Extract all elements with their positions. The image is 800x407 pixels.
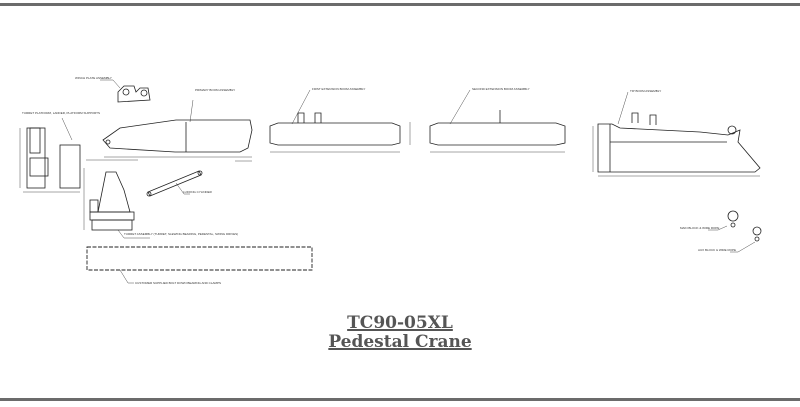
second-extension-label: SECOND EXTENSION BOOM ASSEMBLY	[472, 87, 530, 91]
product-subtitle: Pedestal Crane	[328, 332, 472, 352]
pedestal-label: CUSTOMER SUPPLIED BOLT DOWN BEARING AND …	[135, 281, 221, 285]
luffing-cylinder-drawing: LUFFING CYLINDER	[146, 170, 213, 197]
aux-block-drawing: AUX BLOCK & WIRE ROPE	[698, 226, 762, 253]
turret-platform-label: TURRET PLATFORM, LADDER, PLATFORM SUPPOR…	[22, 111, 100, 115]
pedestal-drawing: CUSTOMER SUPPLIED BOLT DOWN BEARING AND …	[86, 246, 313, 285]
turret-platform-drawing: TURRET PLATFORM, LADDER, PLATFORM SUPPOR…	[19, 111, 100, 193]
bottom-border	[0, 398, 800, 401]
winch-plate-drawing: WINCH PLATE ASSEMBLY	[75, 76, 151, 103]
tip-boom-label: TIP BOOM ASSEMBLY	[630, 89, 661, 93]
luffing-cylinder-label: LUFFING CYLINDER	[183, 190, 213, 194]
first-extension-boom-drawing: FIRST EXTENSION BOOM ASSEMBLY	[269, 87, 411, 153]
winch-plate-label: WINCH PLATE ASSEMBLY	[75, 76, 112, 80]
first-extension-label: FIRST EXTENSION BOOM ASSEMBLY	[312, 87, 365, 91]
primary-boom-drawing: PRIMARY BOOM ASSEMBLY	[102, 88, 253, 162]
tip-boom-drawing: TIP BOOM ASSEMBLY	[592, 89, 761, 177]
main-block-drawing: MAIN BLOCK & WIRE ROPE	[680, 210, 739, 231]
primary-boom-label: PRIMARY BOOM ASSEMBLY	[195, 88, 235, 92]
turret-assembly-drawing: TURRET ASSEMBLY (TURRET, SLEWING BEARING…	[83, 159, 238, 239]
turret-assembly-label: TURRET ASSEMBLY (TURRET, SLEWING BEARING…	[124, 232, 238, 236]
second-extension-boom-drawing: SECOND EXTENSION BOOM ASSEMBLY	[429, 87, 566, 153]
aux-block-label: AUX BLOCK & WIRE ROPE	[698, 248, 736, 252]
top-border	[0, 3, 800, 6]
model-title: TC90-05XL	[347, 313, 453, 333]
main-block-label: MAIN BLOCK & WIRE ROPE	[680, 226, 719, 230]
